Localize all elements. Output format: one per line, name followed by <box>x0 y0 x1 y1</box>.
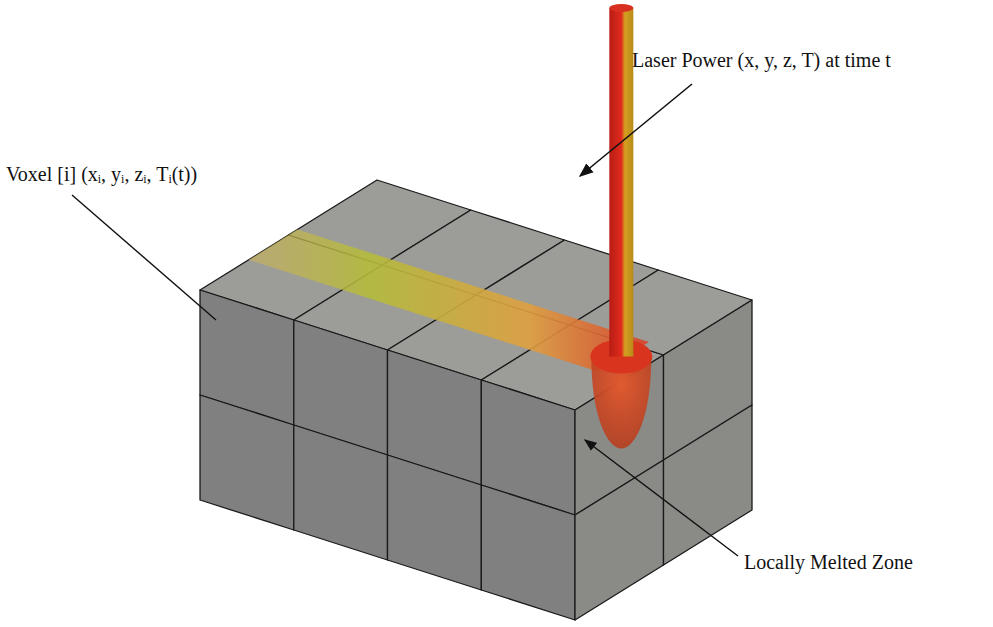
leader-line <box>580 84 692 176</box>
voxel-face <box>664 405 753 565</box>
callout-label: Locally Melted Zone <box>744 550 913 574</box>
callout-label: Laser Power (x, y, z, T) at time t <box>632 48 891 72</box>
beam-cap <box>609 4 633 12</box>
voxel-face <box>388 455 482 590</box>
voxel-face <box>200 395 294 530</box>
leader-line <box>72 195 216 320</box>
scan-track <box>249 230 649 373</box>
leader-line <box>585 440 738 556</box>
voxel-face <box>294 425 388 560</box>
callout-label: Voxel [i] (xᵢ, yᵢ, zᵢ, Tᵢ(t)) <box>6 162 197 186</box>
voxel-face <box>575 460 664 620</box>
voxel-face <box>481 485 575 620</box>
laser-beam <box>609 8 633 357</box>
